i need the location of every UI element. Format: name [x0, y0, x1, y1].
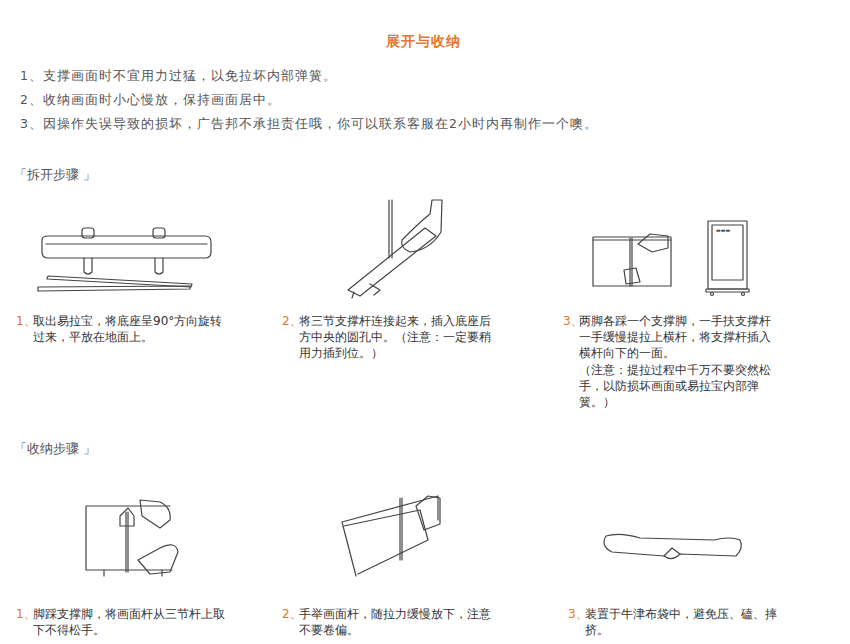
lower-banner-illustration [342, 496, 440, 576]
note: 2、收纳画面时小心慢放，保持画面居中。 [20, 92, 840, 108]
step-number: 1、 [16, 313, 36, 329]
section-heading: 「收纳步骤 」 [14, 441, 96, 457]
step-note: （注意：提拉过程中千万不要突然松手，以防损坏画面或易拉宝内部弹簧。） [579, 362, 779, 410]
step-text: 脚踩支撑脚，将画面杆从三节杆上取下不得松手。 [33, 606, 233, 638]
section-heading: 「拆开步骤 」 [14, 167, 96, 183]
note: 3、因操作失误导致的损坏，广告邦不承担责任哦，你可以联系客服在2小时内再制作一个… [20, 116, 840, 132]
page-title: 展开与收纳 [386, 33, 461, 49]
base-illustration [38, 228, 211, 291]
step-number: 2、 [282, 313, 302, 329]
step-text: 将三节支撑杆连接起来，插入底座后方中央的圆孔中。（注意：一定要稍用力插到位。） [299, 313, 495, 361]
bag-illustration [604, 534, 741, 558]
note: 1、支撑画面时不宜用力过猛，以免拉坏内部弹簧。 [20, 68, 840, 84]
step-text: 装置于牛津布袋中，避免压、磕、摔挤。 [585, 606, 785, 638]
step-text: 两脚各踩一个支撑脚，一手扶支撑杆一手缓慢提拉上横杆，将支撑杆插入横杆向下的一面。 [579, 313, 775, 361]
step-number: 1、 [16, 606, 36, 622]
step-number: 3、 [568, 606, 588, 622]
step-text: 手举画面杆，随拉力缓慢放下，注意不要卷偏。 [299, 606, 499, 638]
remove-pole-illustration [86, 500, 178, 576]
step-text: 取出易拉宝，将底座呈90°方向旋转过来，平放在地面上。 [33, 313, 223, 345]
pole-insert-illustration [348, 200, 442, 298]
step-number: 2、 [282, 606, 302, 622]
banner-pull-illustration: ▬▬▬ [593, 221, 749, 296]
svg-text:▬▬▬: ▬▬▬ [716, 227, 730, 233]
